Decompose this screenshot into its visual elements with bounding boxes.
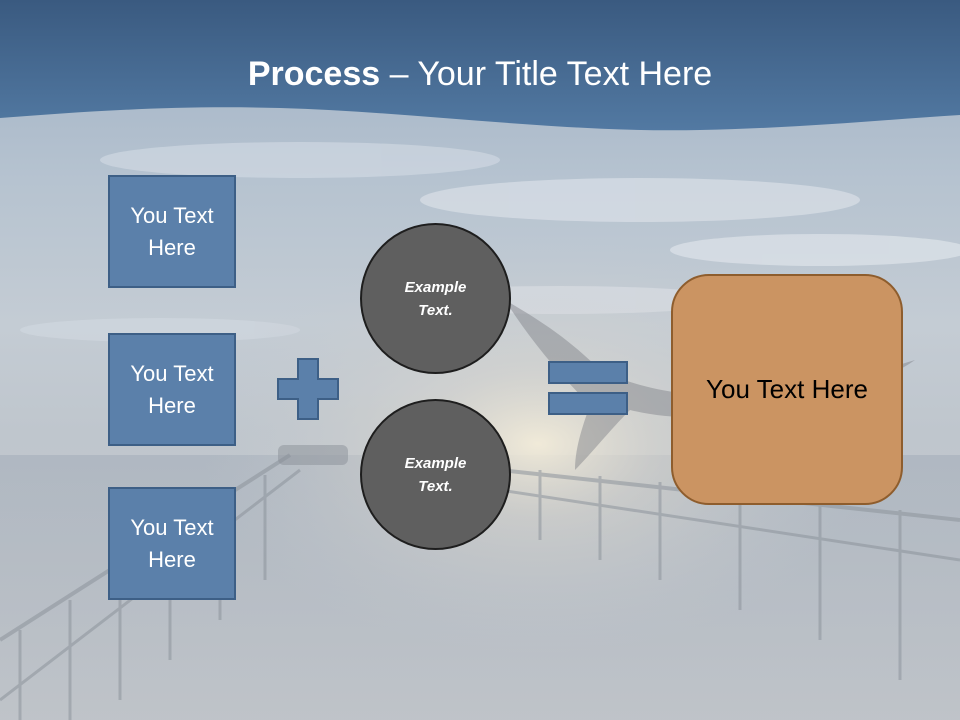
equals-icon [548, 361, 628, 415]
circle-label: Example Text. [404, 454, 467, 495]
result-label: You Text Here [706, 374, 868, 404]
input-box-label: You Text Here [130, 202, 214, 260]
example-circle-2[interactable]: Example Text. [360, 399, 511, 550]
pier-people [278, 445, 348, 465]
input-box-3[interactable]: You Text Here [108, 487, 236, 600]
plus-icon [277, 358, 339, 420]
input-box-2[interactable]: You Text Here [108, 333, 236, 446]
input-box-1[interactable]: You Text Here [108, 175, 236, 288]
title-bold-part: Process [247, 55, 381, 93]
seagull-silhouette [505, 300, 915, 470]
example-circle-1[interactable]: Example Text. [360, 223, 511, 374]
input-box-label: You Text Here [130, 360, 214, 418]
title-rest-part: – Your Title Text Here [380, 55, 713, 93]
result-box[interactable]: You Text Here [671, 274, 903, 505]
slide-title: Process – Your Title Text Here [0, 52, 960, 96]
circle-label: Example Text. [404, 278, 467, 319]
input-box-label: You Text Here [130, 514, 214, 572]
header-band [0, 0, 960, 131]
